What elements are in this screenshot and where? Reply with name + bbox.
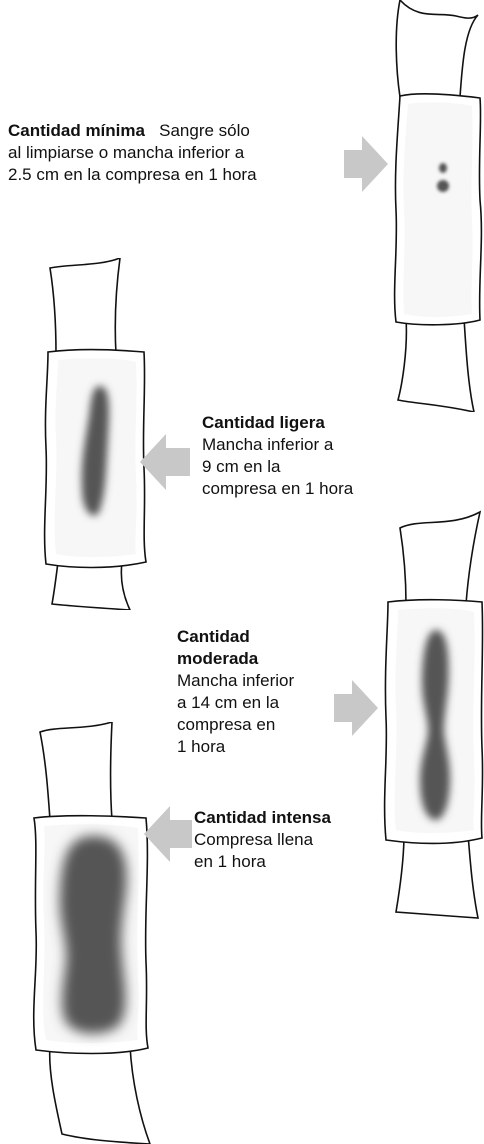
- caption-moderate-title-2: moderada: [177, 649, 259, 668]
- stain-minimal-bottom: [437, 180, 449, 192]
- caption-moderate: Cantidad moderada Mancha inferior a 14 c…: [177, 626, 357, 758]
- caption-heavy-line-2: en 1 hora: [194, 852, 266, 871]
- caption-minimal-line-1: Sangre sólo: [159, 121, 250, 140]
- caption-minimal-line-2: al limpiarse o mancha inferior a: [8, 143, 245, 162]
- stain-moderate: [420, 630, 450, 820]
- caption-heavy: Cantidad intensa Compresa llena en 1 hor…: [194, 807, 394, 873]
- caption-moderate-line-1: Mancha inferior: [177, 671, 295, 690]
- caption-heavy-title: Cantidad intensa: [194, 808, 331, 827]
- arrow-left-icon-light: [140, 434, 190, 490]
- caption-light-line-1: Mancha inferior a: [202, 435, 334, 454]
- caption-heavy-line-1: Compresa llena: [194, 830, 314, 849]
- arrow-left-icon-heavy: [144, 806, 192, 862]
- caption-moderate-line-2: a 14 cm en la: [177, 693, 280, 712]
- arrow-right-icon-moderate: [334, 680, 378, 736]
- pad-moderate: [383, 510, 484, 919]
- caption-minimal: Cantidad mínima Sangre sólo al limpiarse…: [8, 120, 338, 186]
- pad-light: [43, 258, 147, 610]
- caption-light: Cantidad ligera Mancha inferior a 9 cm e…: [202, 412, 422, 500]
- caption-light-line-3: compresa en 1 hora: [202, 479, 354, 498]
- caption-light-title: Cantidad ligera: [202, 413, 325, 432]
- pad-minimal: [393, 0, 483, 412]
- caption-moderate-line-3: compresa en: [177, 715, 276, 734]
- pad-heavy: [32, 722, 151, 1144]
- stain-minimal-top: [439, 163, 447, 173]
- stain-light: [81, 386, 110, 516]
- caption-minimal-line-3: 2.5 cm en la compresa en 1 hora: [8, 165, 257, 184]
- arrow-right-icon-minimal: [344, 136, 388, 192]
- caption-moderate-title-1: Cantidad: [177, 627, 250, 646]
- stain-heavy: [59, 835, 127, 1034]
- caption-light-line-2: 9 cm en la: [202, 457, 281, 476]
- caption-moderate-line-4: 1 hora: [177, 737, 226, 756]
- caption-minimal-title: Cantidad mínima: [8, 121, 145, 140]
